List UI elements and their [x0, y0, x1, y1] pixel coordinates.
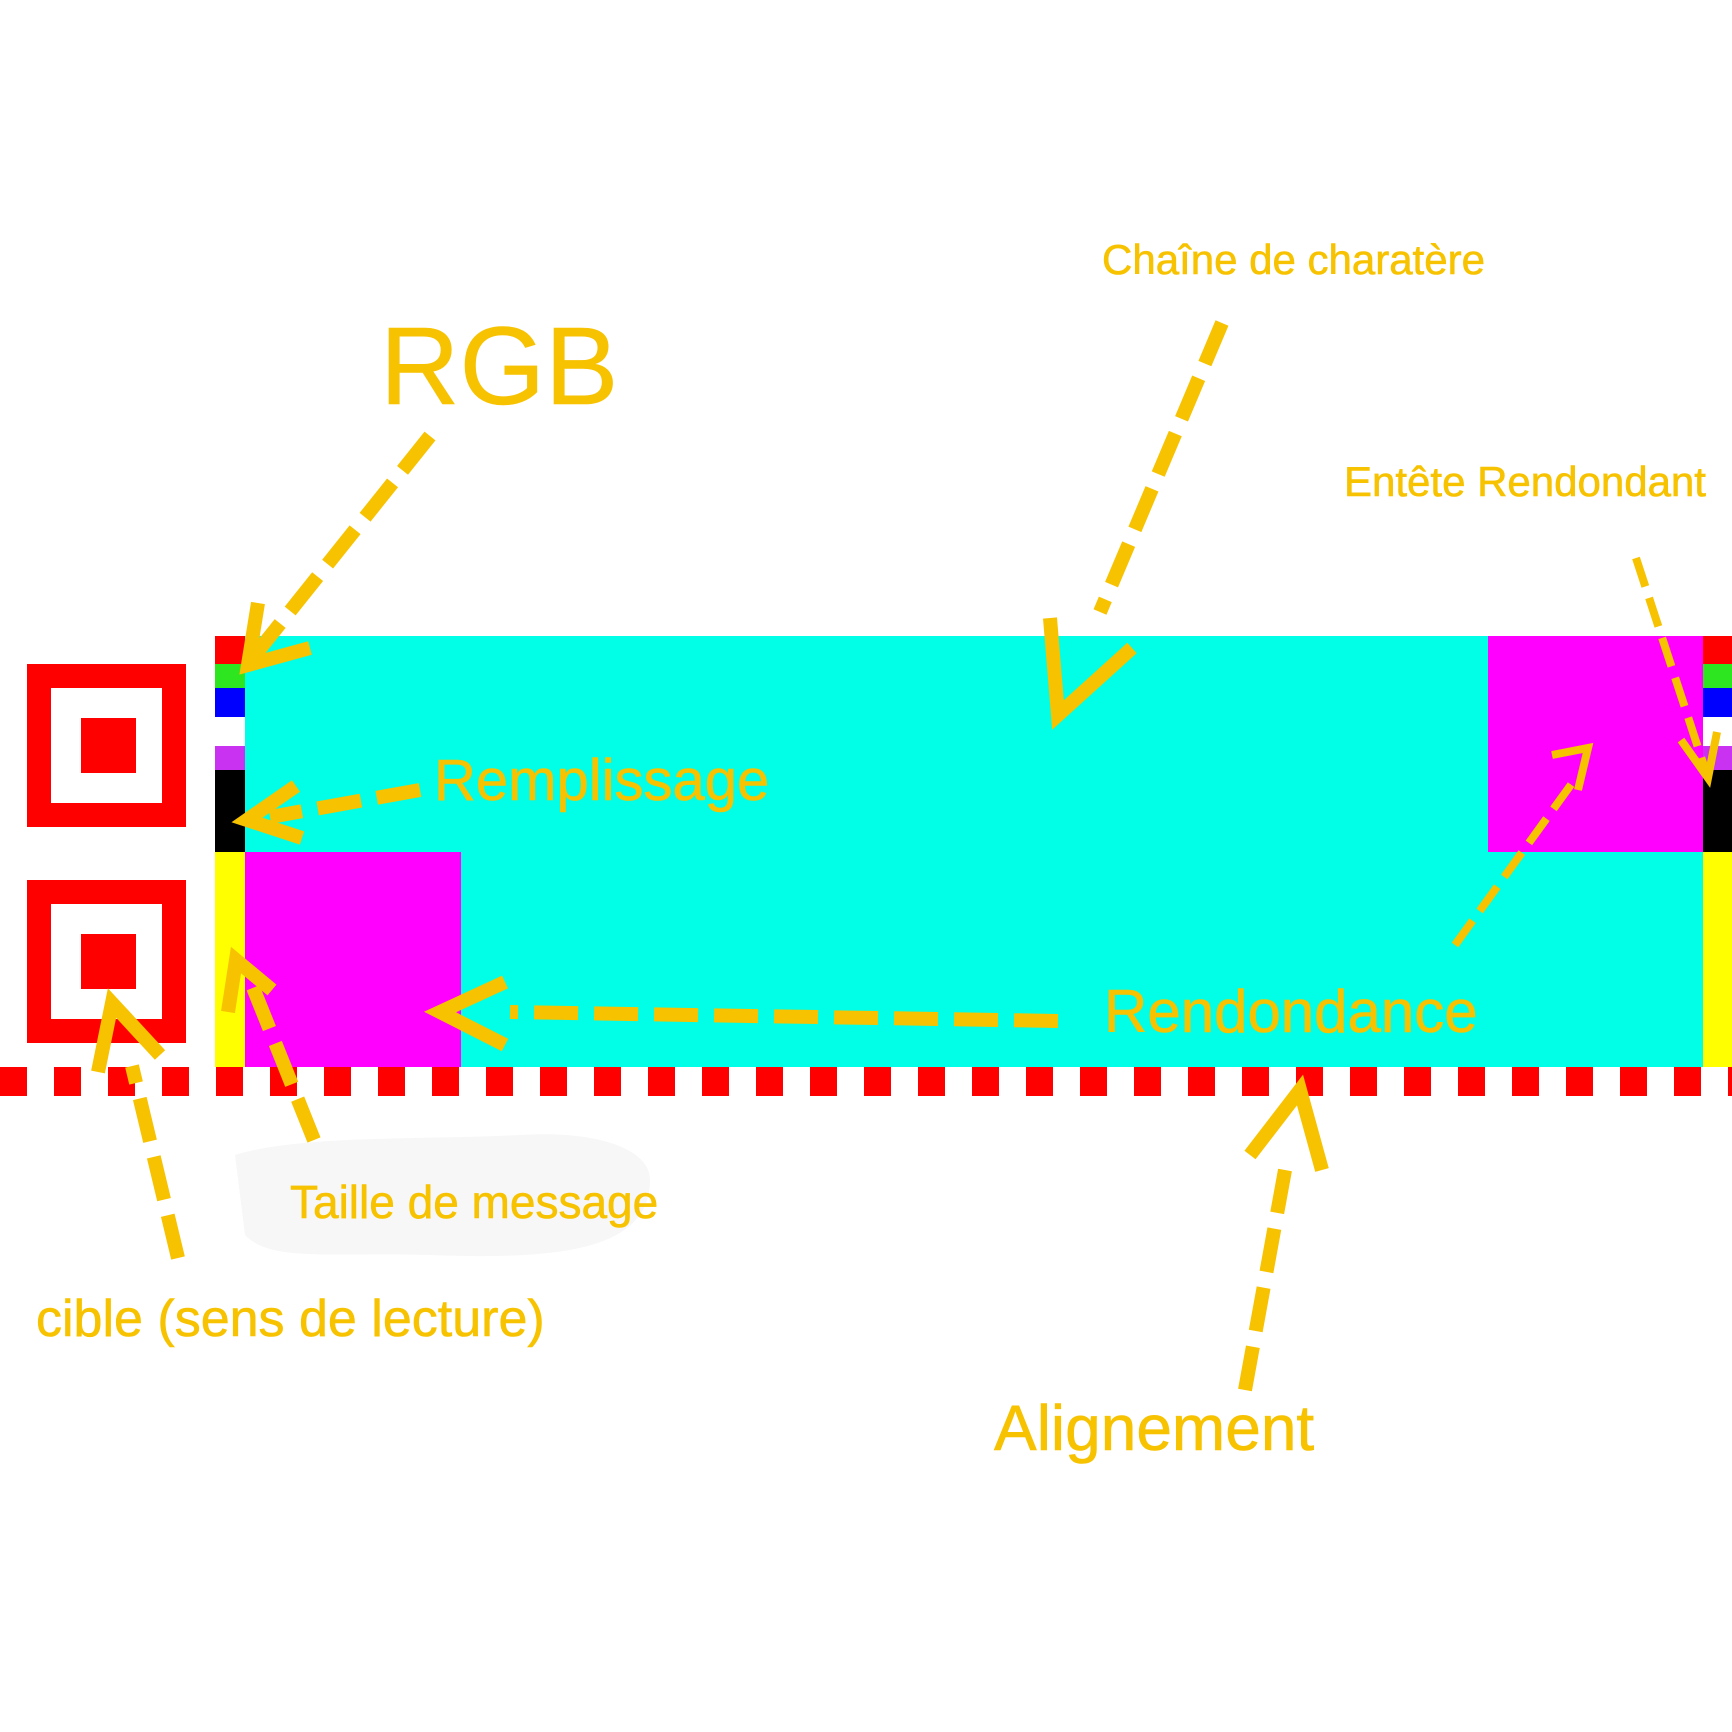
alignment-dot: [1134, 1067, 1161, 1096]
label-redundancy: Rendondance: [1104, 978, 1478, 1045]
rgb-arrow: [239, 431, 436, 675]
redundancy-block-left: [245, 852, 461, 1067]
alignment-dot: [432, 1067, 459, 1096]
alignment-dot: [1620, 1067, 1647, 1096]
label-rgb: RGB: [380, 305, 618, 428]
alignment-dot: [648, 1067, 675, 1096]
redundancy-arrow-left: [423, 975, 1059, 1052]
header-column-right: [1703, 636, 1732, 1067]
padding-arrow: [231, 780, 422, 845]
label-redundant-header: Entête Rendondant: [1344, 458, 1706, 505]
alignment-dot: [378, 1067, 405, 1096]
alignment-dot: [810, 1067, 837, 1096]
label-target: cible (sens de lecture): [36, 1290, 545, 1348]
alignment-dot: [1242, 1067, 1269, 1096]
alignment-dot: [1458, 1067, 1485, 1096]
alignment-dot: [1188, 1067, 1215, 1096]
alignment-dot: [1026, 1067, 1053, 1096]
alignment-dot: [0, 1067, 27, 1096]
alignment-dot: [540, 1067, 567, 1096]
alignment-track: [0, 1067, 1732, 1096]
alignment-dot: [972, 1067, 999, 1096]
string-arrow: [1043, 320, 1229, 730]
alignment-dot: [216, 1067, 243, 1096]
label-padding: Remplissage: [434, 748, 769, 813]
alignment-dot: [594, 1067, 621, 1096]
target-marker-top: [27, 664, 186, 827]
alignment-arrow: [1238, 1074, 1329, 1392]
alignment-dot: [1674, 1067, 1701, 1096]
alignment-dot: [1404, 1067, 1431, 1096]
alignment-dot: [486, 1067, 513, 1096]
alignment-dot: [1080, 1067, 1107, 1096]
redundancy-arrow-right: [1451, 742, 1594, 948]
target-arrow: [91, 988, 185, 1260]
alignment-dot: [162, 1067, 189, 1096]
alignment-dot: [54, 1067, 81, 1096]
alignment-dot: [324, 1067, 351, 1096]
label-string: Chaîne de charatère: [1102, 236, 1485, 283]
label-message-size: Taille de message: [290, 1176, 658, 1228]
alignment-dot: [918, 1067, 945, 1096]
alignment-dot: [1728, 1067, 1732, 1096]
message-size-arrow: [221, 946, 321, 1143]
alignment-dot: [1350, 1067, 1377, 1096]
alignment-dot: [1566, 1067, 1593, 1096]
eraser-smudge: [235, 1134, 650, 1257]
alignment-dot: [756, 1067, 783, 1096]
redundancy-block-right: [1488, 636, 1703, 852]
redundant-header-arrow: [1632, 556, 1721, 788]
label-alignment: Alignement: [994, 1392, 1314, 1464]
alignment-dot: [702, 1067, 729, 1096]
alignment-dot: [1512, 1067, 1539, 1096]
alignment-dot: [864, 1067, 891, 1096]
